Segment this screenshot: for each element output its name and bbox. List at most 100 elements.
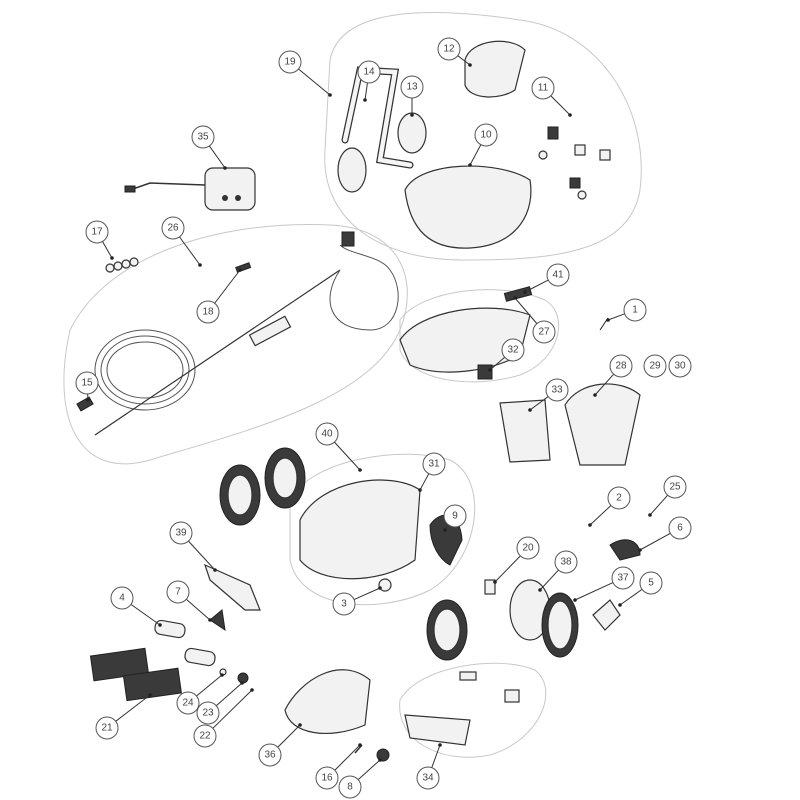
callout-circle xyxy=(474,123,498,147)
callout-16: 16 xyxy=(315,743,362,790)
callout-11: 11 xyxy=(531,76,572,117)
callout-number: 30 xyxy=(674,361,686,372)
leader-line xyxy=(298,68,331,96)
callout-number: 28 xyxy=(615,361,627,372)
callout-number: 34 xyxy=(422,773,434,784)
callout-circle xyxy=(75,371,99,395)
leader-arrowhead xyxy=(568,113,572,117)
leader-arrowhead xyxy=(593,393,597,397)
leader-arrowhead xyxy=(588,523,592,527)
callout-circle xyxy=(443,504,467,528)
callout-number: 1 xyxy=(632,305,638,316)
leader-line xyxy=(649,494,669,516)
floating-cable xyxy=(76,231,399,436)
leader-arrowhead xyxy=(443,528,447,532)
caddy-group-outline xyxy=(324,12,642,261)
top-cover-insert xyxy=(503,286,533,302)
cable-group-outline xyxy=(63,223,408,465)
leader-line xyxy=(353,587,381,600)
callout-23: 23 xyxy=(196,681,244,725)
callout-5: 5 xyxy=(618,571,663,607)
callout-32: 32 xyxy=(488,338,525,372)
motor-block xyxy=(284,669,371,735)
callout-7: 7 xyxy=(166,580,212,622)
leader-arrowhead xyxy=(358,743,362,747)
callout-14: 14 xyxy=(357,60,381,102)
callout-19: 19 xyxy=(278,50,332,97)
callout-33: 33 xyxy=(528,378,569,412)
callout-circle xyxy=(338,775,362,799)
leader-arrowhead xyxy=(468,63,472,67)
bearing xyxy=(237,672,249,684)
callout-30: 30 xyxy=(668,354,692,378)
callout-circle xyxy=(607,486,631,510)
callout-26: 26 xyxy=(161,216,202,267)
callout-10: 10 xyxy=(468,123,498,167)
callout-circle xyxy=(258,743,282,767)
callout-39: 39 xyxy=(169,521,217,572)
callout-circle xyxy=(623,298,647,322)
callout-21: 21 xyxy=(95,693,152,740)
leader-line xyxy=(469,144,482,166)
leader-line xyxy=(619,588,643,606)
gear-cover xyxy=(429,514,463,566)
callout-circle xyxy=(639,571,663,595)
callout-number: 24 xyxy=(182,698,194,709)
callout-number: 5 xyxy=(648,578,654,589)
leader-arrowhead xyxy=(493,580,497,584)
callout-number: 15 xyxy=(81,378,93,389)
callout-number: 18 xyxy=(202,307,214,318)
leader-arrowhead xyxy=(528,408,532,412)
caddy-wheel-left xyxy=(337,147,367,193)
brackets xyxy=(404,671,520,746)
power-supply xyxy=(124,167,256,211)
callout-6: 6 xyxy=(638,516,692,552)
callout-27: 27 xyxy=(513,296,556,344)
leader-line xyxy=(334,441,361,471)
callout-number: 7 xyxy=(175,587,181,598)
leader-arrowhead xyxy=(638,548,642,552)
callout-circle xyxy=(357,60,381,84)
callout-number: 32 xyxy=(507,345,519,356)
leader-line xyxy=(524,279,549,293)
leader-arrowhead xyxy=(513,296,517,300)
callout-4: 4 xyxy=(110,586,162,627)
leader-arrowhead xyxy=(468,163,472,167)
leader-line xyxy=(188,540,216,571)
callout-circle xyxy=(400,75,424,99)
callout-number: 19 xyxy=(284,57,296,68)
callout-circle xyxy=(437,37,461,61)
leader-line xyxy=(494,555,521,583)
callout-18: 18 xyxy=(196,268,242,324)
filter-basket xyxy=(564,383,641,466)
callout-25: 25 xyxy=(648,475,687,517)
leader-line xyxy=(457,55,471,66)
leader-arrowhead xyxy=(328,93,332,97)
filter-frame xyxy=(499,399,551,463)
callout-circle xyxy=(166,580,190,604)
leader-arrowhead xyxy=(86,398,90,402)
leader-line xyxy=(529,396,549,411)
leader-line xyxy=(357,759,381,781)
callout-circle xyxy=(532,320,556,344)
callout-circle xyxy=(85,220,109,244)
callout-circle xyxy=(422,452,446,476)
leader-arrowhead xyxy=(148,693,152,697)
handle-latch xyxy=(477,364,493,380)
callout-15: 15 xyxy=(75,371,99,402)
latch-block xyxy=(592,599,621,631)
callout-circle xyxy=(196,300,220,324)
callout-circle xyxy=(554,550,578,574)
leader-line xyxy=(185,598,211,621)
leader-arrowhead xyxy=(208,618,212,622)
callout-circle xyxy=(643,354,667,378)
leader-line xyxy=(215,682,243,707)
top-cover-group-outline xyxy=(399,289,560,383)
callout-number: 20 xyxy=(522,543,534,554)
caddy-base xyxy=(404,165,532,249)
callout-circle xyxy=(545,378,569,402)
callout-number: 29 xyxy=(649,361,661,372)
callout-number: 10 xyxy=(480,130,492,141)
leader-line xyxy=(550,95,571,116)
